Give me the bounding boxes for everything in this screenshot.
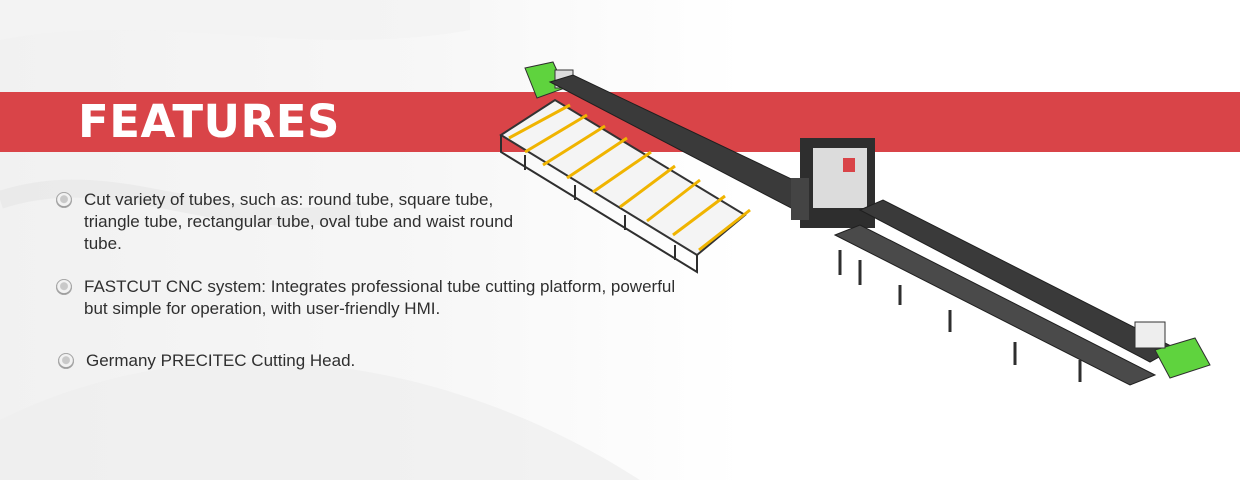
- feature-item: FASTCUT CNC system: Integrates professio…: [56, 276, 696, 320]
- feature-text: Germany PRECITEC Cutting Head.: [86, 351, 356, 370]
- page-title: FEATURES: [78, 95, 340, 148]
- feature-item: Cut variety of tubes, such as: round tub…: [56, 189, 696, 255]
- feature-text: Cut variety of tubes, such as: round tub…: [84, 190, 514, 253]
- bullet-icon: [56, 192, 72, 208]
- bullet-icon: [56, 279, 72, 295]
- bullet-icon: [58, 353, 74, 369]
- feature-item: Germany PRECITEC Cutting Head.: [58, 350, 698, 372]
- feature-text: FASTCUT CNC system: Integrates professio…: [84, 277, 676, 318]
- tube-laser-cutting-machine-icon: [499, 61, 1211, 386]
